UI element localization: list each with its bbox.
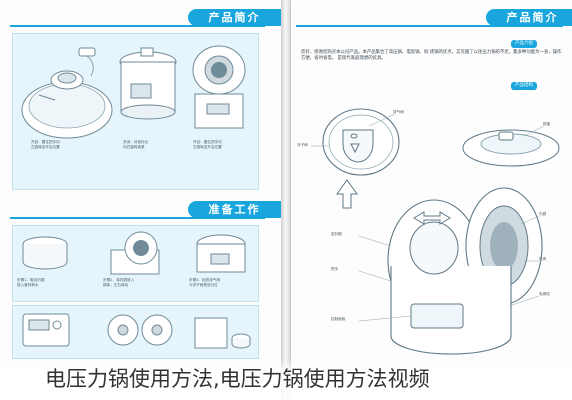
image-caption: 电压力锅使用方法,电压力锅使用方法视频 — [0, 359, 572, 400]
label-handle: 把手 — [331, 267, 339, 271]
step-2-text: 步骤2、将内锅放入 锅体，左右转动 — [103, 278, 135, 287]
intro-paragraph: 您好，感谢您购买本公司产品。本产品集合了高压锅、电饭锅、焖 烧锅的优点，又克服了… — [301, 50, 562, 62]
cooker-open-illustration — [192, 45, 246, 129]
right-header-title: 产品简介 — [486, 9, 572, 26]
inner-pot-icon — [22, 236, 68, 270]
steps-row-1: 步骤1、取出内锅 放入食材和水 步骤2、将内锅放入 锅体，左右转动 步骤3、检查… — [12, 225, 259, 302]
lid-open-illustration — [21, 47, 113, 139]
cooker-closed-small-icon — [196, 234, 246, 273]
right-page: 产品简介 产品介绍 您好，感谢您购买本公司产品。本产品集合了高压锅、电饭锅、焖 … — [291, 0, 572, 400]
label-control-panel: 控制面板 — [331, 317, 346, 321]
lid-text-close: 关闭：对准标记 向右旋转锁紧 — [123, 140, 149, 149]
section2-header-title: 准备工作 — [188, 201, 281, 218]
label-lid: 锅盖 — [543, 122, 551, 126]
label-float-valve: 浮子阀 — [297, 143, 308, 147]
left-header-title: 产品简介 — [188, 9, 281, 26]
left-page: 产品简介 开启：握住把手向 左旋转至开启位置 关闭：对准标记 向右 — [0, 0, 281, 400]
intro-tag-product: 产品介绍 — [511, 40, 537, 48]
label-housing: 外壳 — [539, 257, 547, 261]
label-seal-ring: 密封圈 — [331, 232, 342, 236]
steps-row-2 — [12, 305, 259, 359]
label-power-cord: 电源线 — [539, 292, 550, 296]
header-rule — [10, 25, 265, 27]
label-inner-pot: 内锅 — [539, 212, 547, 216]
cooker-side-illustration — [119, 47, 177, 120]
cooker-with-pot-icon — [194, 317, 251, 349]
section2-rule — [10, 217, 265, 219]
cooker-open-small-icon — [110, 231, 160, 275]
intro-tag-structure: 产品结构 — [511, 82, 537, 90]
cooker-structure-diagram — [311, 108, 560, 355]
book-spine — [281, 0, 291, 400]
valve-icons — [107, 314, 173, 346]
control-panel-icon — [22, 313, 70, 347]
right-header-rule — [296, 25, 563, 27]
step-1-text: 步骤1、取出内锅 放入食材和水 — [17, 278, 45, 287]
lid-text-open-2: 开启：握住把手向 左旋转至开启位置 — [193, 140, 222, 149]
label-vent-valve: 排气阀 — [393, 110, 404, 114]
lid-text-open: 开启：握住把手向 左旋转至开启位置 — [31, 140, 60, 149]
step-3-text: 步骤3、检查排气阀 与浮子阀是否归位 — [189, 278, 221, 287]
lid-illustration-panel: 开启：握住把手向 左旋转至开启位置 关闭：对准标记 向右旋转锁紧 开启：握住把手… — [12, 33, 259, 190]
